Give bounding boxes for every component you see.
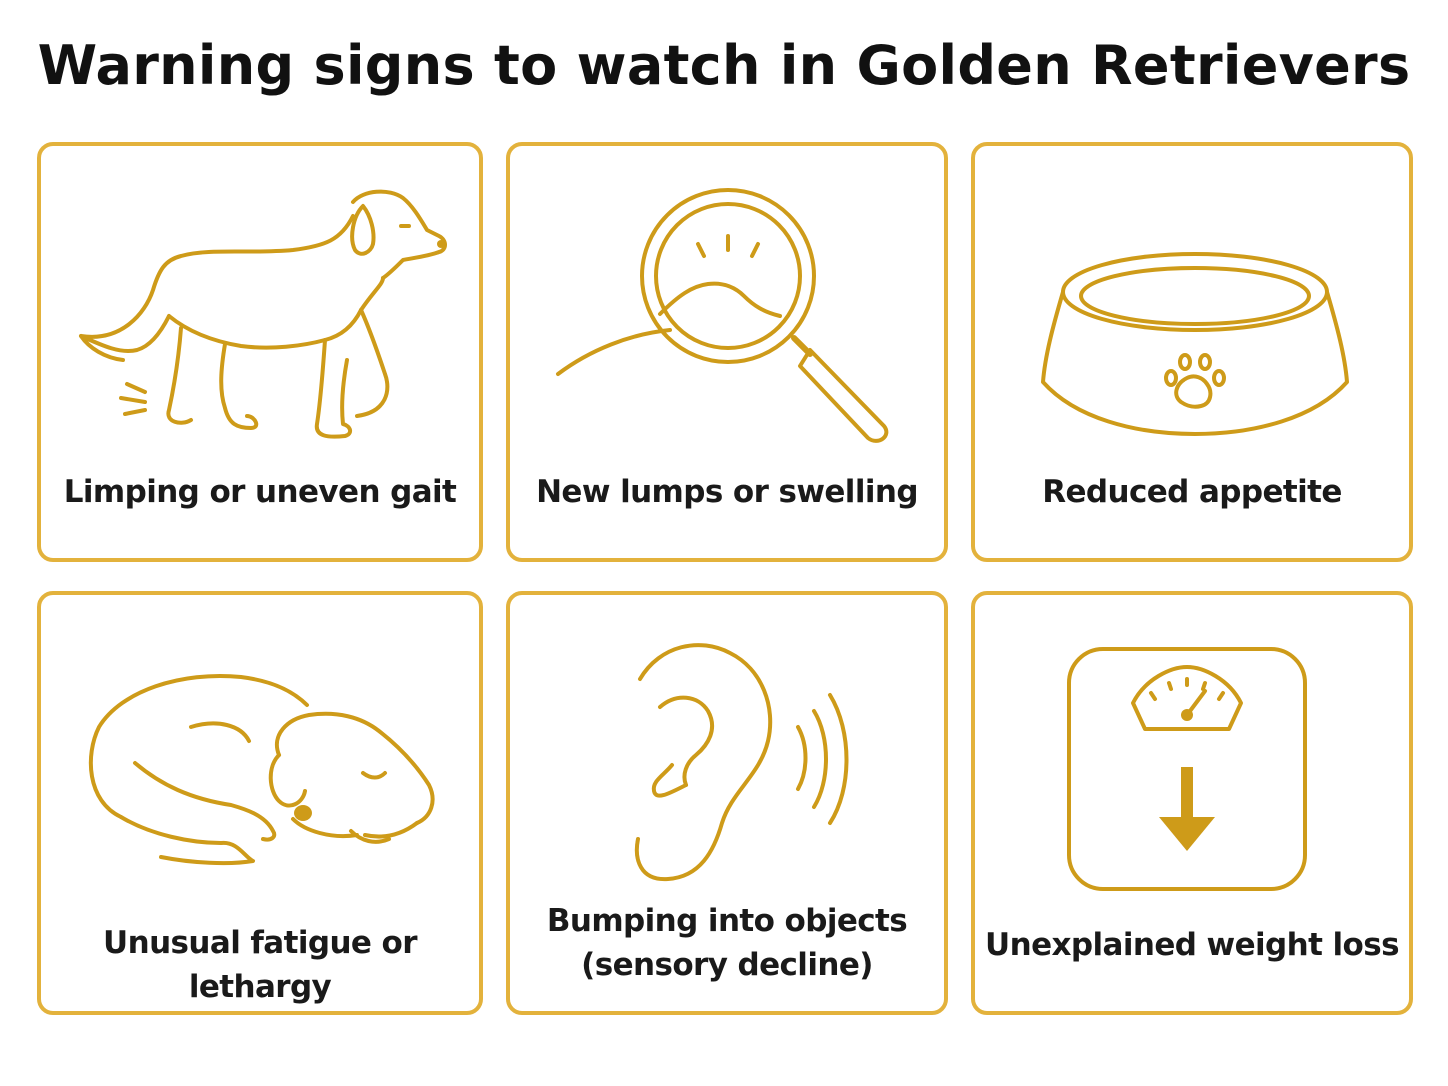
scale-down-arrow-icon: [1067, 647, 1307, 891]
card-label-line: Bumping into objects: [546, 903, 908, 939]
sleeping-dog-icon: [88, 674, 435, 866]
card-label: Reduced appetite: [1042, 474, 1342, 510]
card-weight-loss: Unexplained weight loss: [971, 591, 1413, 1015]
card-label: Unusual fatigue or lethargy: [103, 925, 417, 1005]
card-sensory: Bumping into objects (sensory decline): [506, 591, 948, 1015]
card-label-line: (sensory decline): [581, 947, 873, 983]
card-fatigue: Unusual fatigue or lethargy: [37, 591, 483, 1015]
card-label: Bumping into objects (sensory decline): [510, 899, 944, 987]
card-limping: Limping or uneven gait: [37, 142, 483, 562]
page-title: Warning signs to watch in Golden Retriev…: [37, 34, 1411, 97]
card-lumps: New lumps or swelling: [506, 142, 948, 562]
ear-sound-waves-icon: [634, 643, 849, 882]
food-bowl-paw-icon: [1041, 252, 1349, 436]
card-label: Unexplained weight loss: [985, 927, 1399, 963]
limping-dog-icon: [79, 189, 447, 439]
card-label: New lumps or swelling: [536, 474, 918, 510]
magnifying-glass-lump-icon: [556, 188, 889, 443]
card-appetite: Reduced appetite: [971, 142, 1413, 562]
card-label: Limping or uneven gait: [63, 474, 457, 510]
